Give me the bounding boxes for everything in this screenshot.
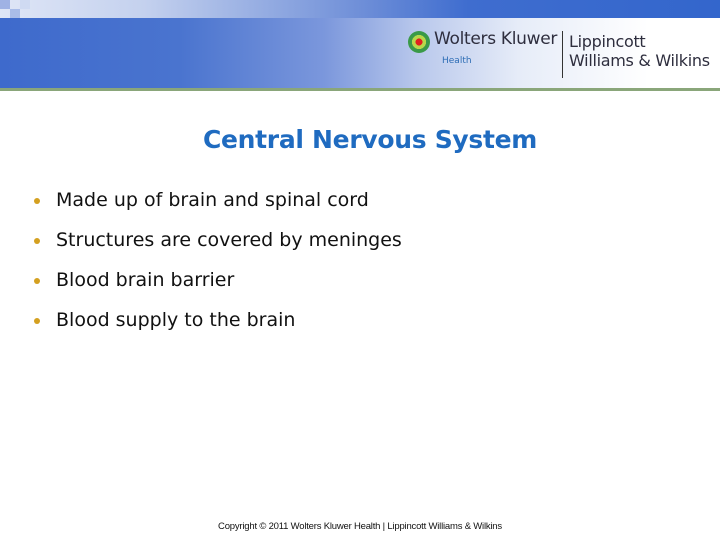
header-main-band [0, 18, 720, 88]
imprint-line-1: Lippincott [569, 32, 646, 51]
bullet-text: Blood supply to the brain [56, 309, 296, 331]
bullet-item: Structures are covered by meninges [33, 226, 402, 266]
imprint-line-2: Williams & Wilkins [569, 51, 710, 70]
publisher-name: Wolters Kluwer [434, 29, 558, 49]
corner-square-decoration [20, 0, 30, 9]
bullet-item: Blood supply to the brain [33, 306, 402, 346]
bullet-text: Blood brain barrier [56, 269, 235, 291]
publisher-division: Health [442, 56, 472, 66]
bullet-dot-icon [34, 278, 40, 284]
bullet-text: Structures are covered by meninges [56, 229, 402, 251]
bullet-text: Made up of brain and spinal cord [56, 189, 369, 211]
bullet-item: Blood brain barrier [33, 266, 402, 306]
slide-header: Wolters Kluwer Health Lippincott William… [0, 0, 720, 91]
bullet-dot-icon [34, 198, 40, 204]
logo-divider [562, 31, 563, 78]
corner-square-decoration [10, 9, 20, 18]
bullet-dot-icon [34, 238, 40, 244]
wolters-kluwer-globe-icon [408, 31, 430, 53]
slide-title: Central Nervous System [202, 125, 538, 154]
bullet-list: Made up of brain and spinal cord Structu… [33, 186, 402, 346]
imprint-name: Lippincott Williams & Wilkins [569, 32, 710, 70]
header-divider-line [0, 88, 720, 91]
bullet-item: Made up of brain and spinal cord [33, 186, 402, 226]
header-top-band [0, 0, 720, 18]
bullet-dot-icon [34, 318, 40, 324]
copyright-footer: Copyright © 2011 Wolters Kluwer Health |… [218, 521, 502, 532]
corner-square-decoration [0, 0, 10, 9]
